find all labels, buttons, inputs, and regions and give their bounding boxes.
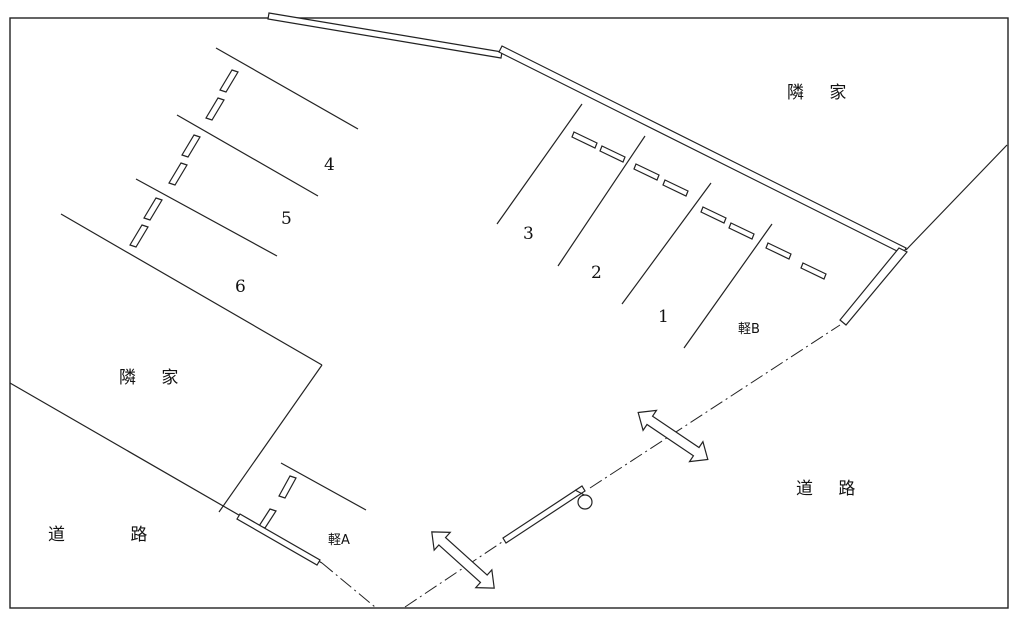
parking-space-6-label: 6 [235, 277, 246, 297]
kei-a-space [236, 462, 367, 566]
road-boundary [321, 324, 841, 608]
left-dashed-curb [129, 69, 239, 248]
top-boundary-wall [267, 12, 907, 255]
parking-space-2-label: 2 [591, 263, 602, 283]
parking-space-4-label: 4 [324, 155, 335, 175]
entrance-arrow-icon [431, 531, 495, 589]
parking-space-1-label: 1 [658, 307, 669, 327]
drawing-frame [9, 17, 1009, 609]
neighbor-house-top-right-label: 隣 家 [787, 83, 856, 103]
road-left-label: 道 路 [48, 525, 177, 545]
parking-space-3-label: 3 [523, 224, 534, 244]
parking-space-5-label: 5 [281, 209, 292, 229]
kei-a-label: 軽A [328, 533, 350, 548]
road-right-label: 道 路 [796, 479, 865, 499]
post-circle-icon [577, 494, 593, 510]
exit-arrow-icon [637, 409, 709, 463]
entrance-fence [502, 485, 593, 544]
right-dashed-curb [571, 131, 827, 280]
kei-b-label: 軽B [738, 322, 760, 337]
left-parking-lines [60, 47, 359, 366]
right-boundary [839, 144, 1008, 326]
right-parking-dividers [496, 103, 773, 349]
neighbor-house-left-label: 隣 家 [119, 368, 188, 388]
